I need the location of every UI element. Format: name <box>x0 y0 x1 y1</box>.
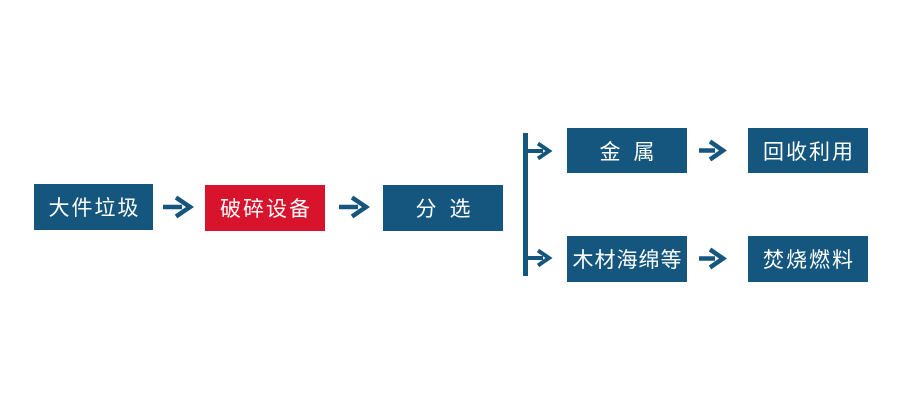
node-wood-sponge-label: 木材海绵等 <box>572 249 683 272</box>
node-crushing-equipment-label: 破碎设备 <box>220 198 312 221</box>
arrow-right-icon <box>697 138 727 163</box>
node-metal-label: 金属 <box>599 140 668 164</box>
node-bulky-waste-label: 大件垃圾 <box>48 197 141 220</box>
branch-arrow-right-icon <box>527 248 553 268</box>
node-sorting: 分选 <box>383 185 503 231</box>
branch-connector-line <box>523 133 528 276</box>
branch-arrow-right-icon <box>527 141 553 161</box>
node-metal: 金属 <box>567 128 687 173</box>
node-recycling-label: 回收利用 <box>763 140 855 164</box>
node-incineration-fuel: 焚烧燃料 <box>748 236 868 282</box>
node-recycling: 回收利用 <box>748 128 868 173</box>
node-wood-sponge: 木材海绵等 <box>567 236 687 282</box>
node-bulky-waste: 大件垃圾 <box>34 184 153 230</box>
arrow-right-icon <box>697 246 727 271</box>
node-sorting-label: 分选 <box>415 198 484 221</box>
node-crushing-equipment: 破碎设备 <box>205 185 325 231</box>
arrow-right-icon <box>337 194 371 220</box>
arrow-right-icon <box>161 194 195 220</box>
node-incineration-fuel-label: 焚烧燃料 <box>763 249 855 272</box>
